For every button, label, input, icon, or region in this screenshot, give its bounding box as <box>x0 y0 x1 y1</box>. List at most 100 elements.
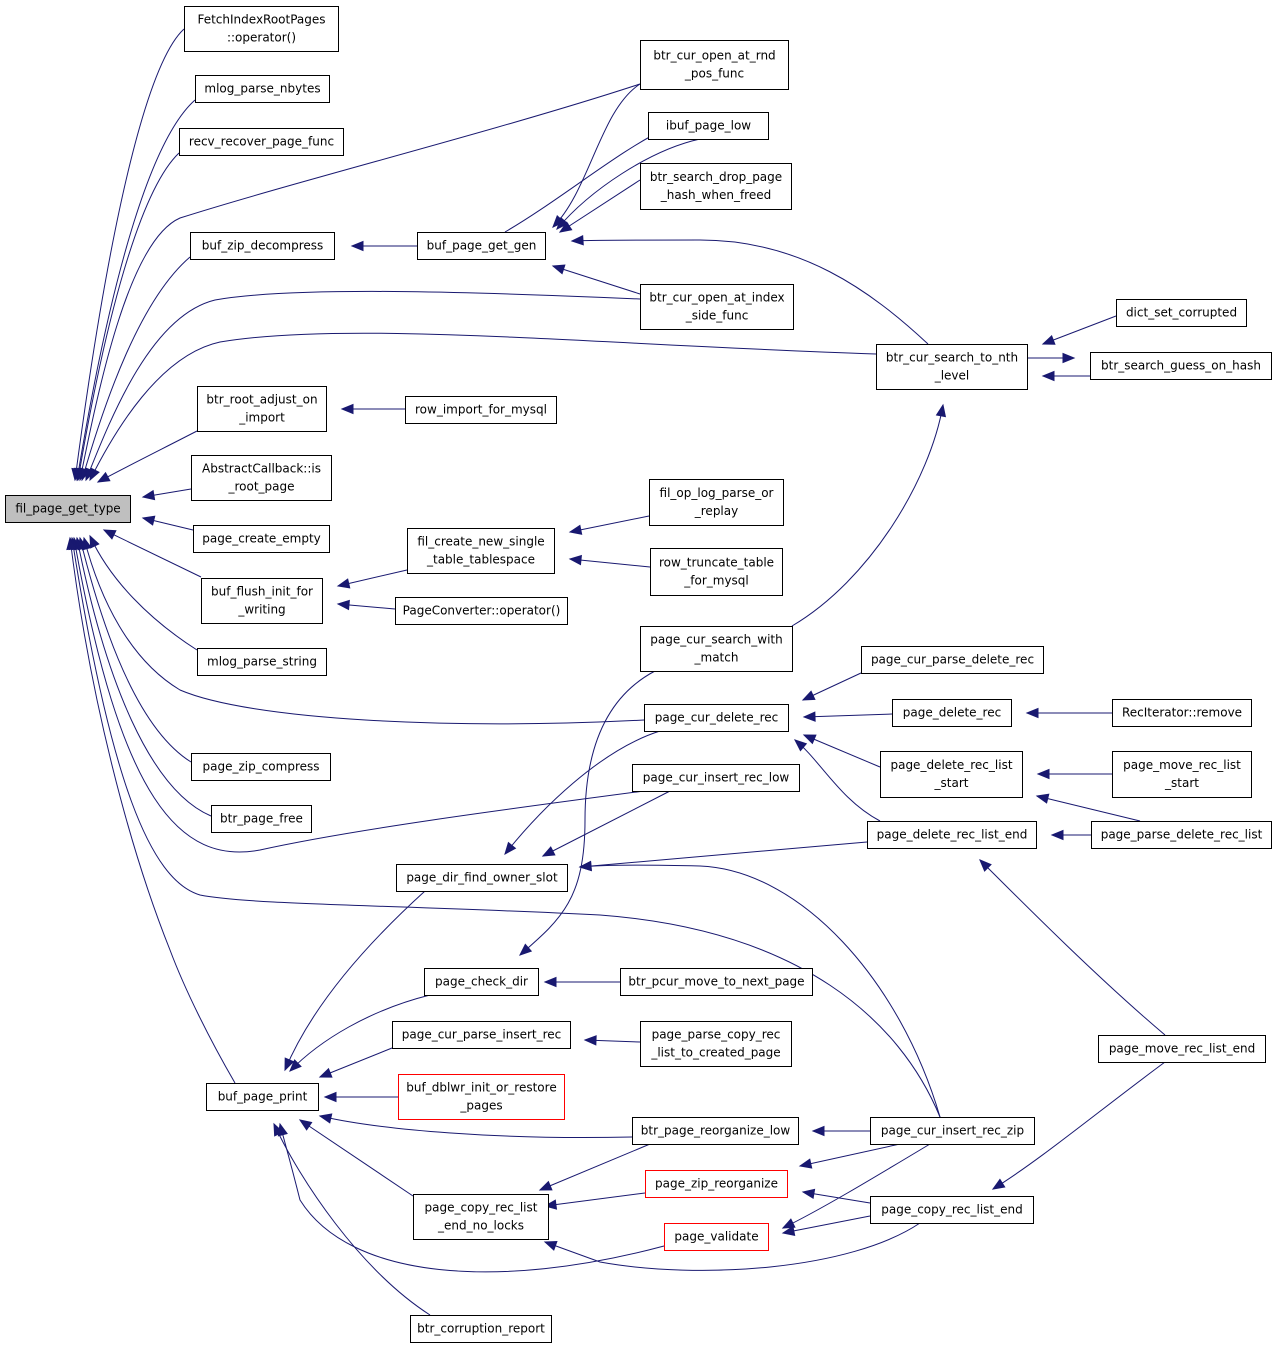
node-page-copy-rec-list-end[interactable]: page_copy_rec_list_end <box>870 1196 1034 1224</box>
node-fil-create-new-single-table-tablespace[interactable]: fil_create_new_single_table_tablespace <box>407 528 555 574</box>
node-buf-page-print[interactable]: buf_page_print <box>206 1083 319 1111</box>
node-label: _root_page <box>227 480 294 494</box>
edge-page_zip_reorganize-to-page_copy_rec_list_end_no_locks <box>543 1192 646 1210</box>
node-page-move-rec-list-end[interactable]: page_move_rec_list_end <box>1098 1035 1266 1063</box>
edge-page_cur_delete_rec-to-page_dir_find_owner_slot <box>504 730 661 856</box>
node-fil-op-log-parse-or-replay[interactable]: fil_op_log_parse_or_replay <box>649 479 784 526</box>
node-label: buf_page_print <box>218 1090 308 1104</box>
edge-line <box>552 265 641 295</box>
edge-arrowhead <box>89 467 100 482</box>
node-buf-page-get-gen[interactable]: buf_page_get_gen <box>417 232 546 260</box>
edge-line <box>289 994 431 1072</box>
edge-page_copy_rec_list_end-to-page_zip_reorganize <box>801 1188 871 1204</box>
node-buf-zip-decompress[interactable]: buf_zip_decompress <box>190 232 335 260</box>
edge-fil_op_log_parse_or_replay-to-fil_create_new_single_table_tablespace <box>568 515 650 535</box>
node-btr-cur-open-at-rnd-pos-func[interactable]: btr_cur_open_at_rnd_pos_func <box>640 40 789 90</box>
node-btr-pcur-move-to-next-page[interactable]: btr_pcur_move_to_next_page <box>620 968 813 996</box>
node-AbstractCallback-is-root-page[interactable]: AbstractCallback::is_root_page <box>191 455 332 501</box>
node-page-cur-insert-rec-zip[interactable]: page_cur_insert_rec_zip <box>870 1117 1035 1145</box>
node-box <box>191 455 332 501</box>
node-mlog-parse-string[interactable]: mlog_parse_string <box>197 648 327 676</box>
node-page-dir-find-owner-slot[interactable]: page_dir_find_owner_slot <box>396 864 568 892</box>
edge-page_cur_insert_rec_low-to-page_dir_find_owner_slot <box>541 790 671 857</box>
edge-line <box>1036 795 1141 822</box>
edge-arrowhead <box>935 403 947 418</box>
edge-arrowhead <box>336 599 350 611</box>
edge-arrowhead <box>568 524 583 535</box>
node-page-delete-rec[interactable]: page_delete_rec <box>892 699 1012 727</box>
edge-arrowhead <box>543 1199 558 1210</box>
node-btr-page-reorganize-low[interactable]: btr_page_reorganize_low <box>632 1117 799 1145</box>
node-label: page_create_empty <box>202 532 321 546</box>
node-box <box>632 1117 799 1145</box>
edge-arrowhead <box>1062 352 1076 364</box>
edge-btr_search_drop_page_hash_when_freed-to-buf_page_get_gen <box>558 179 641 233</box>
node-page-cur-search-with-match[interactable]: page_cur_search_with_match <box>640 626 793 672</box>
node-label: _start <box>934 776 969 790</box>
node-page-zip-reorganize[interactable]: page_zip_reorganize <box>645 1170 788 1198</box>
edge-RecIterator_remove-to-page_delete_rec <box>1025 707 1112 719</box>
node-label: _hash_when_freed <box>660 188 772 202</box>
node-btr-page-free[interactable]: btr_page_free <box>211 805 312 833</box>
edge-page_delete_rec_list_end-to-page_cur_delete_rec <box>793 739 881 822</box>
node-page-delete-rec-list-start[interactable]: page_delete_rec_list_start <box>880 751 1023 798</box>
edge-arrowhead <box>556 216 569 230</box>
node-page-parse-delete-rec-list[interactable]: page_parse_delete_rec_list <box>1091 821 1272 849</box>
node-page-create-empty[interactable]: page_create_empty <box>193 525 330 553</box>
node-label: page_cur_delete_rec <box>655 711 779 725</box>
node-page-delete-rec-list-end[interactable]: page_delete_rec_list_end <box>867 821 1037 849</box>
edge-line <box>284 890 426 1071</box>
node-label: RecIterator::remove <box>1122 706 1242 720</box>
node-label: dict_set_corrupted <box>1126 306 1237 320</box>
edge-line <box>559 179 641 233</box>
node-box <box>1090 352 1272 380</box>
node-dict-set-corrupted[interactable]: dict_set_corrupted <box>1116 299 1247 327</box>
node-btr-search-guess-on-hash[interactable]: btr_search_guess_on_hash <box>1090 352 1272 380</box>
node-btr-corruption-report[interactable]: btr_corruption_report <box>410 1315 552 1343</box>
node-RecIterator-remove[interactable]: RecIterator::remove <box>1112 699 1252 727</box>
node-mlog-parse-nbytes[interactable]: mlog_parse_nbytes <box>195 75 330 103</box>
edge-line <box>76 537 212 817</box>
node-box <box>867 821 1037 849</box>
node-box <box>392 1021 571 1049</box>
node-box <box>861 646 1044 674</box>
node-page-validate[interactable]: page_validate <box>664 1223 769 1251</box>
node-ibuf-page-low[interactable]: ibuf_page_low <box>648 112 769 140</box>
node-page-check-dir[interactable]: page_check_dir <box>424 968 539 996</box>
edges-layer <box>66 28 1166 1316</box>
node-row-import-for-mysql[interactable]: row_import_for_mysql <box>405 396 557 424</box>
node-page-cur-delete-rec[interactable]: page_cur_delete_rec <box>644 704 789 732</box>
edge-arrowhead <box>781 1225 796 1236</box>
edge-page_check_dir-to-buf_page_print <box>289 994 431 1072</box>
node-box <box>197 386 327 432</box>
node-page-zip-compress[interactable]: page_zip_compress <box>191 753 331 781</box>
node-buf-flush-init-for-writing[interactable]: buf_flush_init_for_writing <box>201 578 323 624</box>
edge-page_delete_rec_list_start-to-page_cur_delete_rec <box>802 734 881 768</box>
node-label: _pages <box>459 1099 502 1113</box>
node-row-truncate-table-for-mysql[interactable]: row_truncate_table_for_mysql <box>650 548 783 596</box>
node-box <box>640 284 794 330</box>
node-page-cur-insert-rec-low[interactable]: page_cur_insert_rec_low <box>632 764 800 792</box>
node-page-copy-rec-list-end-no-locks[interactable]: page_copy_rec_list_end_no_locks <box>413 1194 549 1240</box>
edge-arrowhead <box>979 859 992 872</box>
node-page-parse-copy-rec-list-to-created-page[interactable]: page_parse_copy_rec_list_to_created_page <box>640 1021 792 1067</box>
edge-line <box>81 256 191 481</box>
edge-line <box>74 28 185 481</box>
node-label: btr_pcur_move_to_next_page <box>628 975 804 989</box>
node-buf-dblwr-init-or-restore-pages[interactable]: buf_dblwr_init_or_restore_pages <box>398 1074 565 1120</box>
node-fil-page-get-type[interactable]: fil_page_get_type <box>5 495 131 523</box>
node-page-move-rec-list-start[interactable]: page_move_rec_list_start <box>1112 751 1252 798</box>
node-btr-cur-open-at-index-side-func[interactable]: btr_cur_open_at_index_side_func <box>640 284 794 330</box>
node-recv-recover-page-func[interactable]: recv_recover_page_func <box>179 128 344 156</box>
edge-line <box>337 569 408 587</box>
node-label: buf_zip_decompress <box>202 239 324 253</box>
node-FetchIndexRootPages[interactable]: FetchIndexRootPages::operator() <box>184 6 339 52</box>
node-btr-root-adjust-on-import[interactable]: btr_root_adjust_on_import <box>197 386 327 432</box>
node-page-cur-parse-delete-rec[interactable]: page_cur_parse_delete_rec <box>861 646 1044 674</box>
node-box <box>892 699 1012 727</box>
node-PageConverter-operator[interactable]: PageConverter::operator() <box>395 597 568 625</box>
node-btr-cur-search-to-nth-level[interactable]: btr_cur_search_to_nth_level <box>876 344 1028 390</box>
node-page-cur-parse-insert-rec[interactable]: page_cur_parse_insert_rec <box>392 1021 571 1049</box>
node-btr-search-drop-page-hash-when-freed[interactable]: btr_search_drop_page_hash_when_freed <box>640 163 792 210</box>
node-label: btr_page_reorganize_low <box>641 1124 791 1138</box>
